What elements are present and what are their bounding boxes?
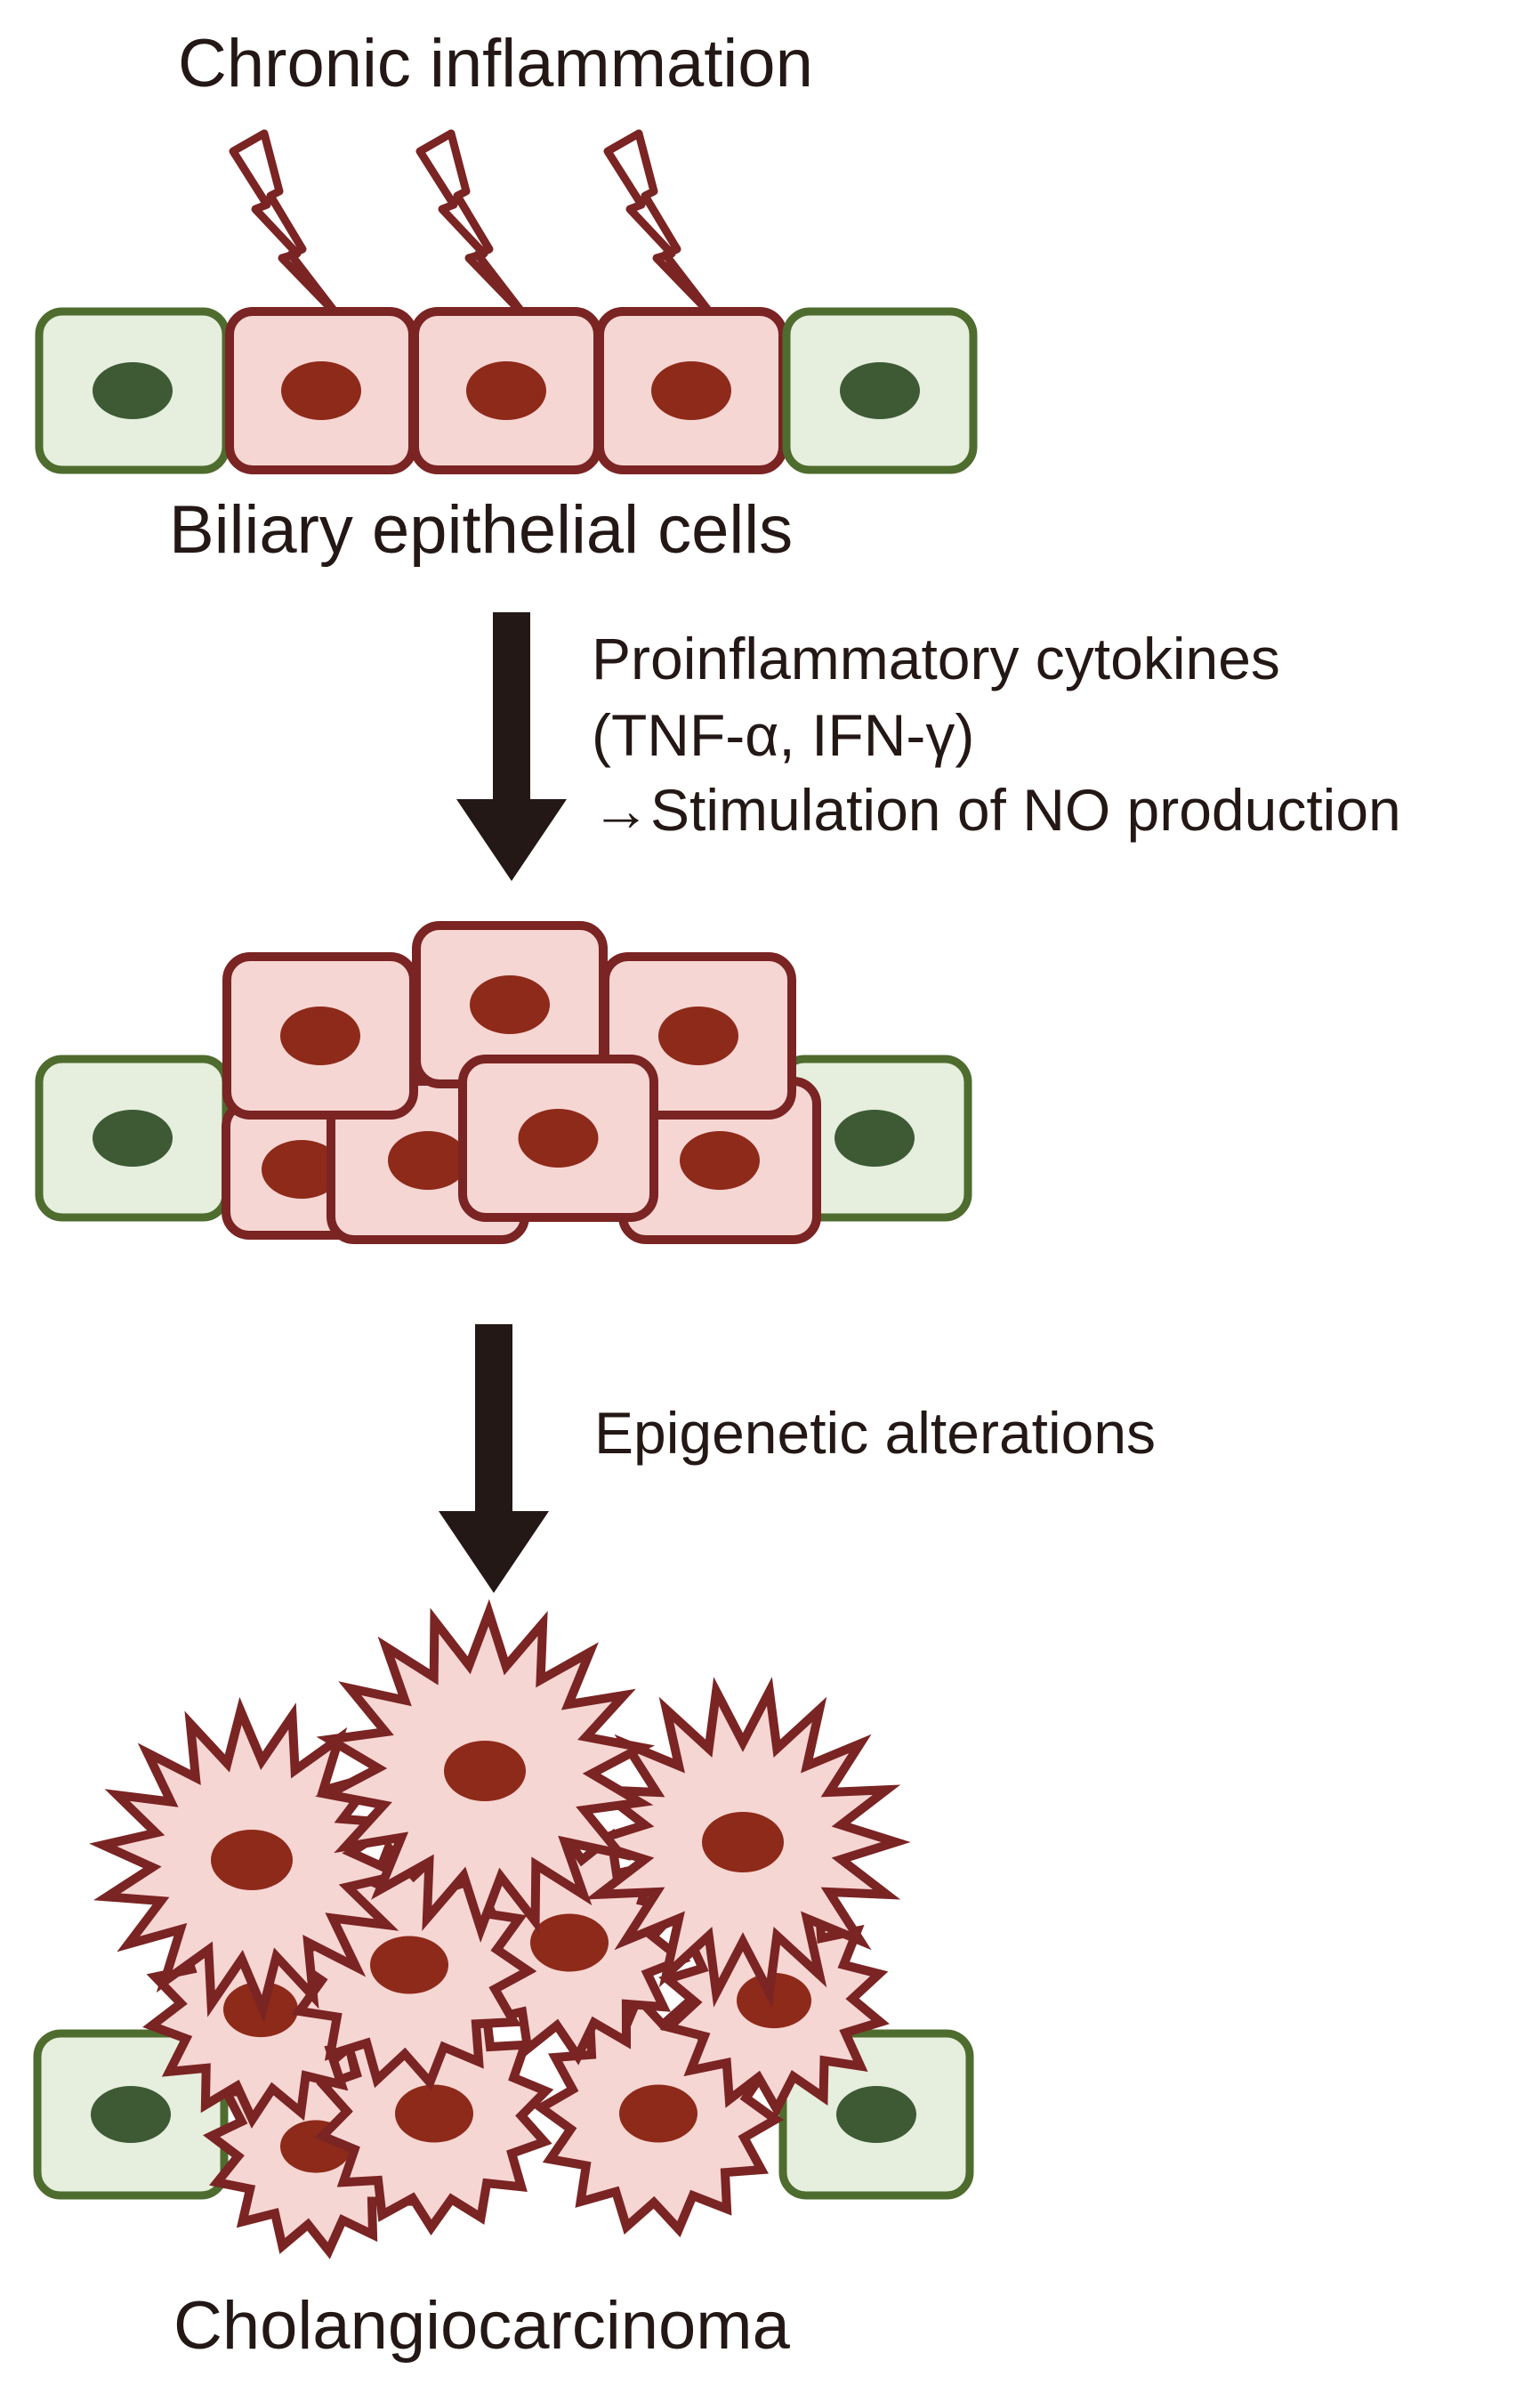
- tumor-cell-nucleus: [370, 1936, 448, 1994]
- inflamed-biliary-cell: [458, 1055, 658, 1222]
- lightning-bolt-icon: [603, 129, 717, 320]
- inflamed-cell-nucleus: [281, 361, 361, 420]
- inflamed-cell-nucleus: [280, 1007, 360, 1065]
- inflamed-cell-nucleus: [518, 1109, 599, 1168]
- hyperplastic-epithelium: [35, 921, 972, 1244]
- inflamed-cell-nucleus: [262, 1140, 342, 1199]
- down-arrow-icon: [456, 612, 567, 881]
- inflamed-biliary-cell: [410, 307, 602, 474]
- inflammation-bolts: [229, 129, 717, 320]
- tumor-cell-cluster: [33, 1598, 974, 2260]
- normal-cell-nucleus: [93, 362, 173, 419]
- inflamed-cell-nucleus: [470, 975, 550, 1034]
- normal-cell-nucleus: [835, 1110, 915, 1167]
- epigenetic-alterations-label: Epigenetic alterations: [594, 1400, 1157, 1466]
- inflamed-cell-nucleus: [658, 1007, 738, 1065]
- progression-arrows: [439, 612, 567, 1593]
- inflamed-cell-nucleus: [388, 1131, 468, 1190]
- tumor-cell-nucleus: [211, 1829, 293, 1891]
- cytokines-label: Proinflammatory cytokines: [592, 626, 1280, 691]
- lightning-bolt-icon: [229, 129, 343, 320]
- inflamed-biliary-cell: [222, 952, 418, 1120]
- normal-biliary-cell: [35, 307, 230, 474]
- tumor-cell: [315, 1598, 655, 1944]
- lightning-bolt-icon: [415, 129, 529, 320]
- down-arrow-icon: [439, 1324, 549, 1593]
- normal-biliary-cell: [35, 1055, 230, 1222]
- tumor-cell-nucleus: [444, 1740, 526, 1802]
- no-production-label: →Stimulation of NO production: [592, 777, 1401, 843]
- tumor-cell-nucleus: [702, 1811, 784, 1873]
- normal-cell-nucleus: [93, 1110, 173, 1167]
- cytokine-names-label: (TNF-α, IFN-γ): [592, 702, 975, 768]
- normal-cell-nucleus: [840, 362, 920, 419]
- normal-epithelium-row: [35, 307, 978, 474]
- inflamed-cell-nucleus: [680, 1131, 760, 1190]
- inflamed-cell-nucleus: [651, 361, 731, 420]
- biliary-epithelial-cells-label: Biliary epithelial cells: [169, 492, 794, 568]
- inflamed-biliary-cell: [595, 307, 787, 474]
- normal-cell-nucleus: [836, 2086, 916, 2143]
- tumor-cell-nucleus: [619, 2084, 697, 2143]
- inflamed-cell-nucleus: [466, 361, 546, 420]
- tumor-cell: [575, 1677, 911, 2008]
- chronic-inflammation-label: Chronic inflammation: [178, 26, 813, 101]
- cholangiocarcinoma-label: Cholangiocarcinoma: [173, 2288, 790, 2364]
- inflamed-biliary-cell: [225, 307, 417, 474]
- normal-cell-nucleus: [91, 2086, 171, 2143]
- tumor-cell-nucleus: [530, 1913, 609, 1972]
- tumor-cell-nucleus: [737, 1972, 811, 2029]
- normal-biliary-cell: [778, 2029, 974, 2200]
- tumor-cell-nucleus: [395, 2084, 473, 2143]
- normal-biliary-cell: [782, 307, 978, 474]
